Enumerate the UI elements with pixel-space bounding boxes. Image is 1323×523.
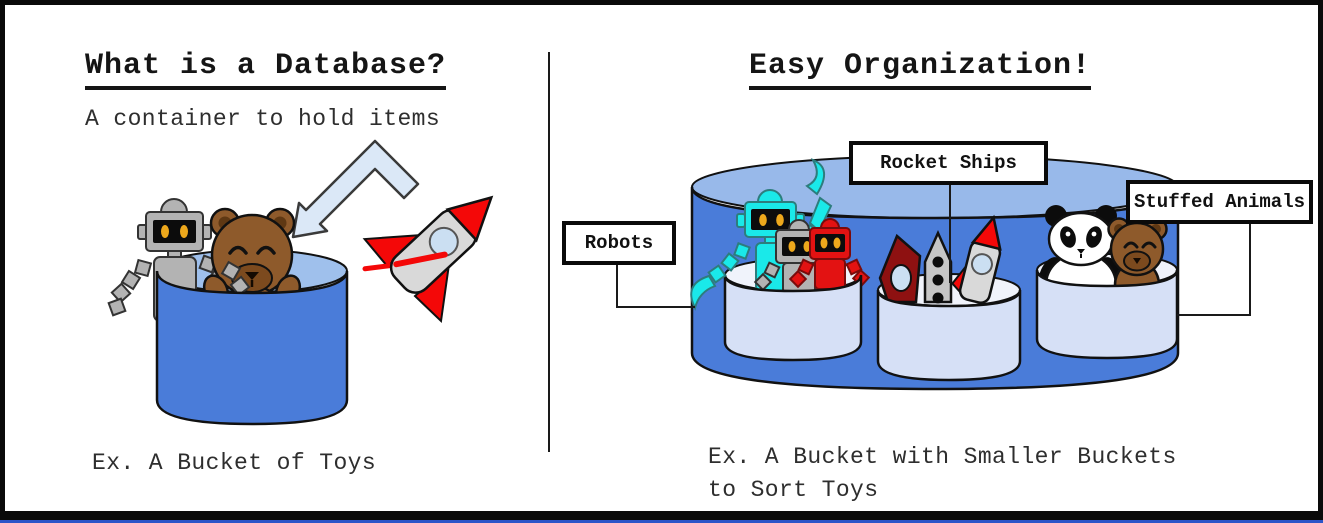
rocket-toy [362,195,494,324]
page-border-left [0,0,5,523]
bucket-of-toys-illustration [107,139,494,426]
panel-divider [548,52,550,452]
robots-connector-horizontal [616,306,695,308]
robot-arm-segments [220,260,251,297]
rocket-toys [878,214,1002,304]
page-border-right [1318,0,1323,523]
robots-label: Robots [562,221,676,265]
left-panel-title: What is a Database? [85,51,447,90]
left-panel-subtitle: A container to hold items [85,106,441,132]
rocket-window [428,226,459,257]
stuffed-animals-label: Stuffed Animals [1126,180,1313,224]
stuffed-animals-connector-horizontal [1177,314,1251,316]
rockets-bucket [876,289,1022,382]
toy-bucket [155,270,349,426]
page-border-bottom-accent [0,520,1323,523]
robots-bucket [723,274,863,362]
stuffed-animals-bucket [1035,269,1179,360]
right-panel-title: Easy Organization! [535,51,1305,90]
rocket-nose-cone [445,195,494,243]
page-border-top [0,0,1323,5]
left-panel-caption: Ex. A Bucket of Toys [92,450,377,476]
right-panel-caption: Ex. A Bucket with Smaller Buckets to Sor… [708,441,1177,507]
robots-connector-vertical [616,263,618,308]
rocket-ships-connector [949,184,951,283]
cyan-robot-claw [690,264,727,311]
right-panel-caption-line2: to Sort Toys [708,477,879,503]
red-robot-toy [788,218,871,290]
right-panel-caption-line1: Ex. A Bucket with Smaller Buckets [708,444,1177,470]
stuffed-animals-connector-vertical [1249,223,1251,316]
pointer-arrow [291,139,420,239]
sorted-buckets-illustration [690,155,1180,391]
rocket-ships-label: Rocket Ships [849,141,1048,185]
page-border-bottom [0,511,1323,520]
gray-robot-toy [107,198,229,322]
